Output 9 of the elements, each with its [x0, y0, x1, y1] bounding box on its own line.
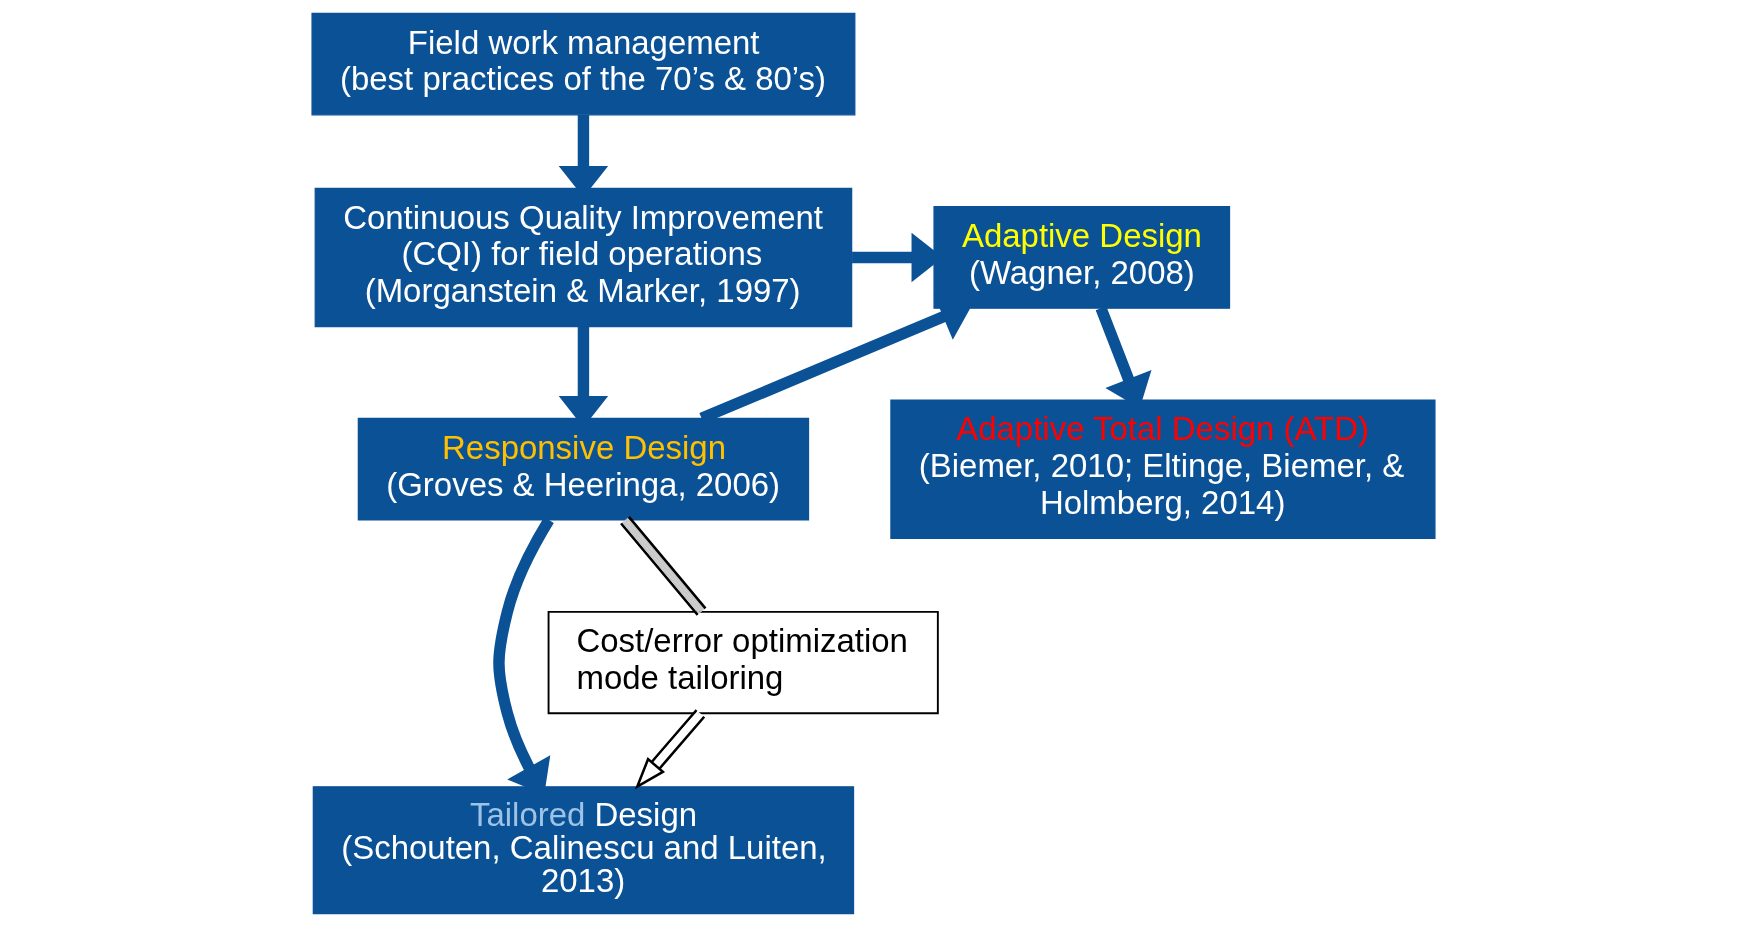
- node-box: Responsive Design (Groves & Heeringa, 2006): [357, 417, 809, 521]
- connector: [619, 516, 706, 616]
- node-box: Field work management (best practices of the 70’s & 80’s): [310, 12, 855, 116]
- node-box: Tailored Design (Schouten, Calinescu and Luiten, 2013): [312, 786, 854, 915]
- node-box: Cost/error optimization mode tailoring: [547, 610, 939, 715]
- arrow: [634, 709, 705, 790]
- node-box: Adaptive Total Design (ATD) (Biemer, 2010; Eltinge, Biemer, & Holmberg, 2014): [889, 399, 1436, 539]
- node-box: Adaptive Design (Wagner, 2008): [932, 206, 1230, 309]
- node-box: Continuous Quality Improvement (CQI) for field operations (Morganstein & Marker, 1997): [314, 187, 852, 328]
